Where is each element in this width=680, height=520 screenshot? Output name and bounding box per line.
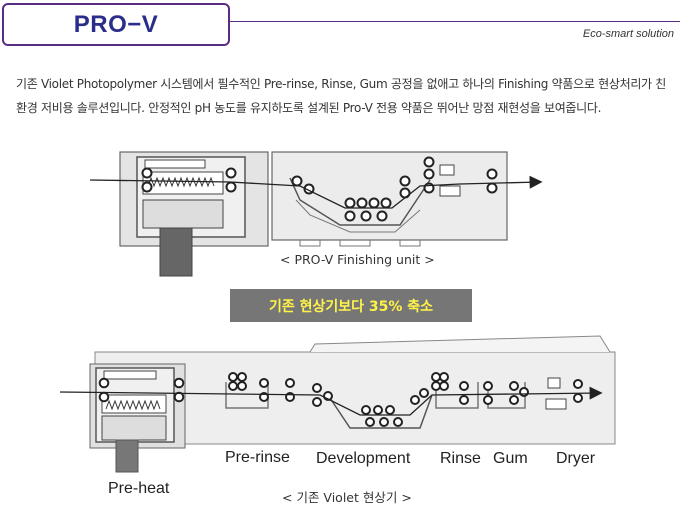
page-title: PRO−V: [73, 10, 159, 38]
label-prerinse: Pre-rinse: [225, 449, 290, 466]
bottom-diagram-caption: < 기존 Violet 현상기 >: [282, 490, 412, 505]
label-gum: Gum: [493, 450, 528, 467]
label-preheat: Pre-heat: [108, 480, 170, 497]
top-diagram-caption: < PRO-V Finishing unit >: [280, 252, 435, 267]
pro-v-finishing-unit-diagram: [89, 151, 543, 277]
label-dryer: Dryer: [556, 450, 596, 467]
title-box: PRO−V: [2, 3, 230, 46]
header-rule: [230, 21, 680, 22]
tagline: Eco-smart solution: [582, 28, 674, 40]
label-rinse: Rinse: [440, 450, 481, 467]
label-development: Development: [316, 450, 411, 467]
intro-paragraph: 기존 Violet Photopolymer 시스템에서 필수적인 Pre-ri…: [16, 77, 667, 115]
reduction-banner: 기존 현상기보다 35% 축소: [230, 289, 472, 322]
violet-processor-diagram: [59, 335, 616, 473]
